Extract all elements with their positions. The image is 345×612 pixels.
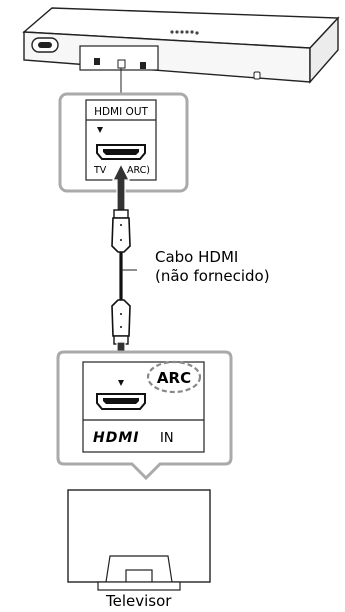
tv-stand-base <box>97 581 181 591</box>
top-buttons <box>170 30 199 35</box>
tv-port-callout: ARC HDMI IN <box>56 350 233 481</box>
hdmi-logo: HDMI <box>93 430 139 446</box>
plug-tip-top <box>113 209 129 219</box>
disc-slot-inner <box>38 42 52 48</box>
player-device <box>22 7 340 84</box>
hdmi-out-port-inner <box>103 149 139 155</box>
tv-port-marker-icon <box>118 380 124 386</box>
cable-label-line2: (não fornecido) <box>155 267 270 285</box>
hdmi-out-label: HDMI OUT <box>94 106 148 118</box>
tv-caption: Televisor <box>106 592 172 610</box>
television <box>67 489 211 591</box>
in-label: IN <box>160 431 174 446</box>
plug-body-bottom <box>111 299 131 337</box>
hdmi-cable <box>111 162 137 384</box>
arc-label: ARC <box>157 369 191 387</box>
port-marker-icon <box>97 127 103 133</box>
cable-label-line1: Cabo HDMI <box>155 248 239 266</box>
tv-stand-connector <box>125 569 153 583</box>
port-icon <box>94 58 100 65</box>
player-port-callout: HDMI OUT TV ARC) <box>58 92 189 193</box>
player-side-face <box>309 16 339 84</box>
plug-body-top <box>111 217 131 253</box>
arc-highlight-ellipse <box>146 360 202 394</box>
hdmi-port-icon <box>117 59 126 69</box>
port-icon <box>140 62 146 69</box>
power-indicator-icon <box>253 71 261 80</box>
tv-sublabel: TV <box>93 165 107 176</box>
hdmi-in-port-inner <box>103 398 139 404</box>
arc-sublabel: ARC) <box>127 165 150 176</box>
cable-label: Cabo HDMI (não fornecido) <box>155 248 270 286</box>
